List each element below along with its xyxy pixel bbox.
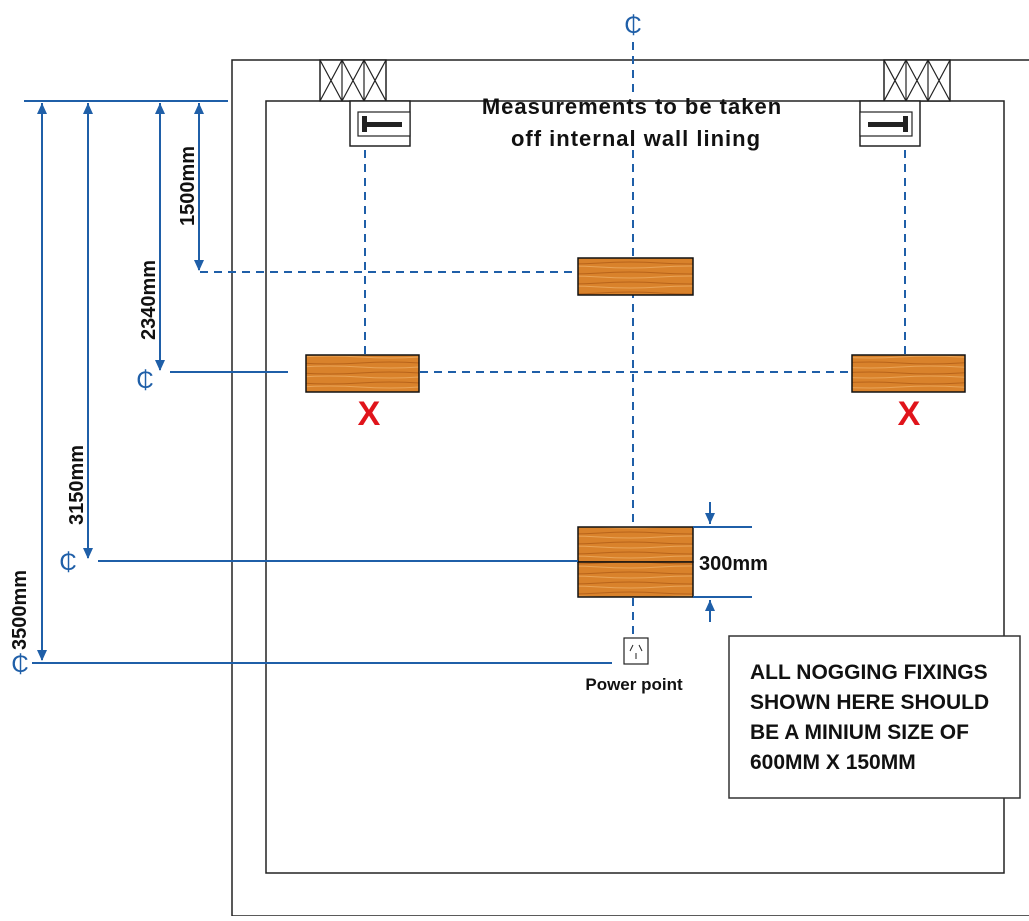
title-line-1: Measurements to be taken [482, 94, 782, 119]
dimension-3500: 3500mm ₵ [9, 103, 612, 678]
label-2340mm: 2340mm [138, 260, 160, 340]
title-line-2: off internal wall lining [511, 126, 761, 151]
power-outlet-icon [623, 637, 649, 665]
dimension-300: 300mm [693, 502, 768, 622]
label-1500mm: 1500mm [177, 146, 199, 226]
frame-detail-right [859, 59, 951, 147]
dimension-2340: 2340mm ₵ [136, 103, 288, 394]
note-line-1: ALL NOGGING FIXINGS [750, 661, 988, 684]
dimension-1500: 1500mm [177, 103, 204, 271]
centerline-symbol-top: ₵ [624, 12, 641, 39]
centerline-symbol-3150: ₵ [59, 549, 76, 576]
x-mark-right: X [898, 395, 921, 433]
nogging-2340-left [305, 354, 420, 393]
nogging-1500 [577, 257, 694, 296]
label-3150mm: 3150mm [66, 445, 88, 525]
label-3500mm: 3500mm [9, 570, 31, 650]
centerline-symbol-2340: ₵ [136, 367, 153, 394]
internal-wall-lining [265, 100, 1005, 874]
note-line-4: 600MM X 150MM [750, 751, 916, 774]
x-mark-left: X [358, 395, 381, 433]
label-300mm: 300mm [699, 553, 768, 575]
nogging-3150-double [577, 526, 694, 598]
nogging-2340-right [851, 354, 966, 393]
note-line-3: BE A MINIUM SIZE OF [750, 721, 969, 744]
nogging-size-note: ALL NOGGING FIXINGS SHOWN HERE SHOULD BE… [728, 635, 1021, 799]
power-point-label: Power point [585, 675, 683, 694]
frame-detail-left [319, 59, 411, 147]
dimension-3150: 3150mm ₵ [59, 103, 578, 576]
note-line-2: SHOWN HERE SHOULD [750, 691, 989, 714]
centerline-symbol-3500: ₵ [11, 651, 28, 678]
